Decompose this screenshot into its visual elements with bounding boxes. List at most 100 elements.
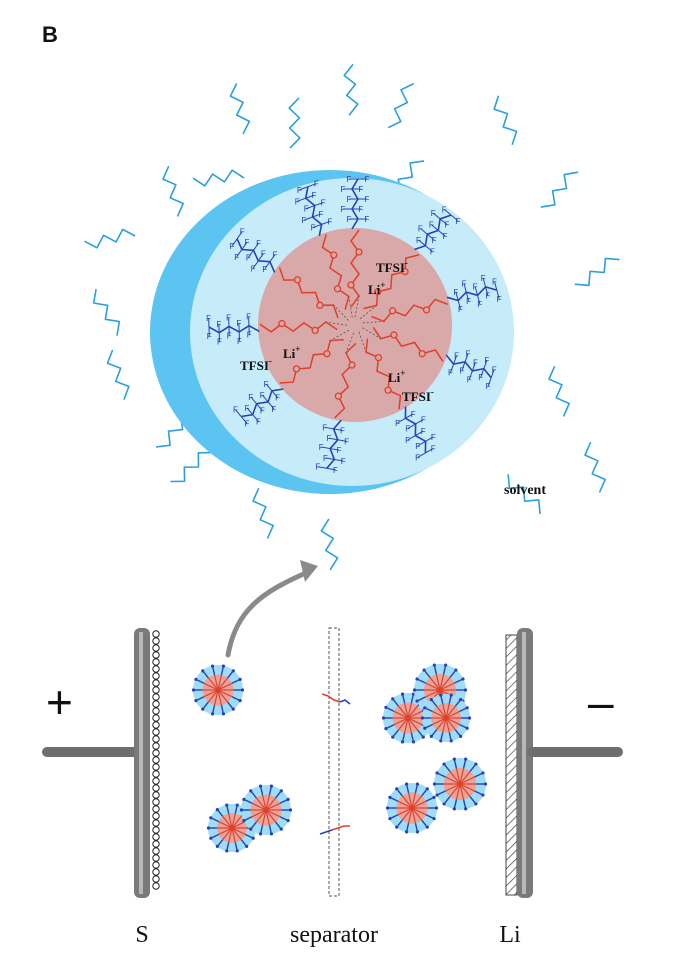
cf-bond bbox=[425, 436, 434, 442]
mini-fluoro-end bbox=[467, 716, 472, 720]
fluorine-atom: F bbox=[473, 358, 478, 367]
cf-bond bbox=[303, 216, 313, 221]
sulfur-particle bbox=[152, 812, 160, 820]
cf-bond bbox=[485, 286, 489, 296]
mini-peo-arm bbox=[217, 682, 233, 691]
cf-bond bbox=[231, 238, 238, 247]
ether-oxygen bbox=[384, 386, 392, 394]
mini-fluoro-end bbox=[432, 795, 436, 799]
mini-fluoro-end bbox=[258, 784, 263, 788]
mini-fluoro-end bbox=[425, 787, 429, 791]
mini-peo-arm bbox=[213, 689, 219, 706]
mini-peo-arm bbox=[459, 783, 475, 792]
cf-bond bbox=[267, 401, 275, 410]
sulfur-particle bbox=[152, 735, 160, 743]
sulfur-cathode-layer bbox=[152, 630, 160, 890]
ether-oxygen bbox=[401, 267, 409, 276]
fluorine-atom: F bbox=[260, 407, 265, 416]
fluorine-atom: F bbox=[344, 437, 349, 446]
fluorine-atom: F bbox=[359, 205, 364, 214]
sulfur-particle bbox=[152, 749, 160, 757]
cf-bond bbox=[397, 417, 406, 424]
mini-fluoro-end bbox=[404, 782, 409, 786]
cf-bond bbox=[483, 360, 488, 369]
solvent-molecule-16 bbox=[170, 451, 213, 483]
fluorine-atom: F bbox=[260, 391, 265, 400]
coordination-bond bbox=[345, 332, 354, 354]
mini-fluoro-end bbox=[439, 693, 443, 697]
mini-fluoro-end bbox=[388, 817, 392, 821]
mini-peo-arm bbox=[436, 705, 447, 719]
fluoro-chain bbox=[414, 214, 452, 251]
peo-chain bbox=[334, 342, 357, 419]
mini-peo-arm bbox=[442, 717, 447, 733]
cf-bond bbox=[474, 286, 478, 296]
solvent-molecule-17 bbox=[252, 487, 275, 539]
fluorine-atom: F bbox=[431, 433, 436, 442]
mini-peo-arm bbox=[217, 689, 223, 706]
cf-bond bbox=[490, 369, 495, 378]
mini-peo-arm bbox=[203, 682, 219, 691]
cf-bond bbox=[425, 448, 434, 454]
fluorine-atom: F bbox=[467, 375, 472, 384]
fluoro-chain bbox=[446, 285, 498, 302]
cf-bond bbox=[324, 426, 334, 430]
sulfur-particle bbox=[152, 882, 160, 890]
cf-bond bbox=[252, 260, 259, 269]
fluoro-chain bbox=[236, 238, 276, 273]
mini-peo-arm bbox=[459, 783, 471, 797]
cf-bond bbox=[256, 403, 263, 411]
fluorine-atom: F bbox=[234, 253, 239, 262]
mini-fluoro-end bbox=[434, 806, 439, 810]
mini-fluoro-end bbox=[249, 789, 253, 793]
fluorine-atom: F bbox=[466, 349, 471, 358]
peo-chain bbox=[279, 338, 344, 384]
sulfur-particle bbox=[152, 679, 160, 687]
cf-bond bbox=[457, 300, 461, 310]
mini-fluoro-end bbox=[242, 819, 246, 823]
mini-peo-arm bbox=[397, 717, 409, 731]
fluorine-atom: F bbox=[478, 373, 483, 382]
fluoro-chain bbox=[304, 186, 323, 236]
mini-fluoro-end bbox=[463, 688, 468, 692]
solvent-molecule-14 bbox=[584, 441, 607, 493]
solvent-molecule-0 bbox=[229, 83, 251, 135]
cf-bond bbox=[312, 223, 322, 228]
cf-bond bbox=[407, 435, 416, 441]
mini-fluoro-end bbox=[423, 706, 427, 710]
mini-fluoro-end bbox=[381, 716, 386, 720]
mini-peo-arm bbox=[207, 689, 219, 703]
mini-fluoro-end bbox=[474, 762, 478, 766]
sulfur-particle bbox=[152, 637, 160, 645]
mini-fluoro-end bbox=[238, 677, 242, 681]
fluorine-atom: F bbox=[251, 264, 256, 273]
cf-bond bbox=[314, 202, 324, 207]
mini-peo-arm bbox=[445, 717, 450, 733]
dispersed-micelles bbox=[191, 663, 488, 853]
sulfur-particle bbox=[152, 686, 160, 694]
mini-peo-arm bbox=[445, 703, 450, 719]
fluorine-atom: F bbox=[481, 274, 486, 283]
mini-micelle bbox=[239, 784, 293, 836]
fluoro-chain bbox=[326, 419, 342, 469]
mini-fluoro-end bbox=[435, 771, 439, 775]
mini-fluoro-end bbox=[201, 707, 205, 711]
coordination-bond bbox=[330, 329, 350, 341]
battery-cell: + – S separator Li bbox=[42, 627, 623, 948]
sulfur-particle bbox=[152, 728, 160, 736]
fluorine-atom: F bbox=[217, 338, 222, 347]
sulfur-particle bbox=[152, 875, 160, 883]
mini-peo-arm bbox=[411, 795, 423, 809]
peo-chain bbox=[365, 338, 402, 410]
mini-fluoro-end bbox=[442, 802, 446, 806]
mini-fluoro-end bbox=[400, 692, 405, 696]
mini-fluoro-end bbox=[279, 827, 283, 831]
fluorine-atom: F bbox=[297, 186, 302, 195]
fluorine-atom: F bbox=[421, 427, 426, 436]
fluorine-atom: F bbox=[453, 288, 458, 297]
cf-bond bbox=[271, 390, 279, 399]
mini-fluoro-end bbox=[400, 740, 405, 744]
cf-bond bbox=[418, 239, 426, 247]
